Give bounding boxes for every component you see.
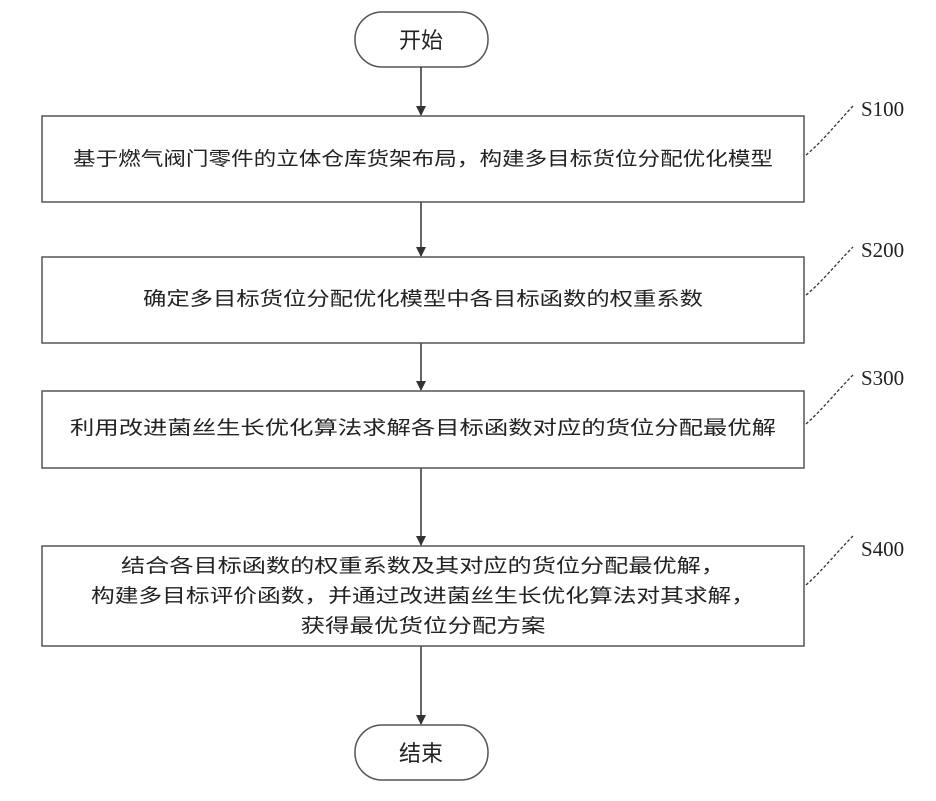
start-node: 开始 xyxy=(355,12,488,67)
step-s100-text: 基于燃气阀门零件的立体仓库货架布局，构建多目标货位分配优化模型 xyxy=(73,148,773,170)
step-s300-label: S300 xyxy=(861,366,904,390)
step-s400-leader xyxy=(806,536,853,585)
step-s400: 结合各目标函数的权重系数及其对应的货位分配最优解， 构建多目标评价函数，并通过改… xyxy=(42,536,904,646)
start-label: 开始 xyxy=(399,29,443,54)
step-s200: 确定多目标货位分配优化模型中各目标函数的权重系数 S200 xyxy=(42,238,904,343)
step-s200-text: 确定多目标货位分配优化模型中各目标函数的权重系数 xyxy=(143,288,703,310)
step-s400-text-line-1: 结合各目标函数的权重系数及其对应的货位分配最优解， xyxy=(121,555,725,577)
step-s100: 基于燃气阀门零件的立体仓库货架布局，构建多目标货位分配优化模型 S100 xyxy=(42,97,904,202)
step-s400-text-line-2: 构建多目标评价函数，并通过改进菌丝生长优化算法对其求解， xyxy=(91,585,755,607)
end-label: 结束 xyxy=(399,742,443,767)
step-s300-text: 利用改进菌丝生长优化算法求解各目标函数对应的货位分配最优解 xyxy=(70,417,776,439)
step-s300-leader xyxy=(806,375,853,424)
end-node: 结束 xyxy=(355,725,488,780)
step-s200-label: S200 xyxy=(861,238,904,262)
step-s400-label: S400 xyxy=(861,537,904,561)
step-s200-leader xyxy=(806,247,853,295)
step-s300: 利用改进菌丝生长优化算法求解各目标函数对应的货位分配最优解 S300 xyxy=(42,366,904,468)
step-s100-leader xyxy=(806,106,853,155)
step-s100-label: S100 xyxy=(861,97,904,121)
step-s400-text-line-3: 获得最优货位分配方案 xyxy=(301,615,546,637)
